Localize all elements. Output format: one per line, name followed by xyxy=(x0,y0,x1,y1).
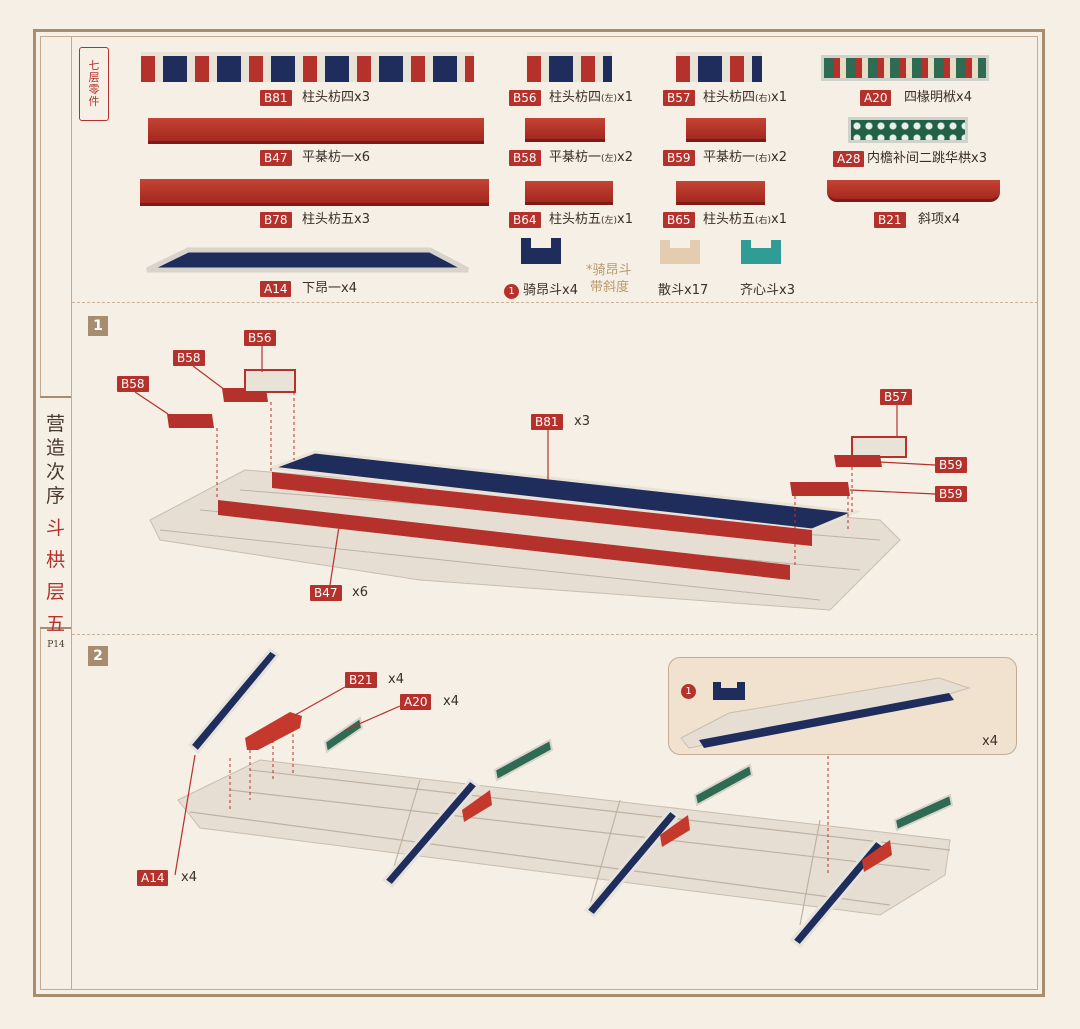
part-code: A20 xyxy=(860,90,892,106)
inset-diagram xyxy=(680,677,971,749)
part-name: 柱头枋五(右)x1 xyxy=(703,212,788,227)
part-code: B78 xyxy=(260,212,292,228)
part-b57-image xyxy=(676,52,762,82)
part-name: 内檐补间二跳华栱x3 xyxy=(867,151,987,166)
sidebar-divider xyxy=(71,36,72,990)
part-code: B58 xyxy=(509,150,541,166)
callout-qty: x4 xyxy=(181,870,197,885)
part-name: 斜项x4 xyxy=(918,212,960,227)
part-name: 平棊枋一x6 xyxy=(302,150,370,165)
callout-b57: B57 xyxy=(880,389,912,405)
callout-qty: x6 xyxy=(352,585,368,600)
part-b78-image xyxy=(140,179,489,206)
qiang-dou-note: *骑昂斗 xyxy=(586,263,632,278)
callout-a14: A14 xyxy=(137,870,169,886)
callout-b81: B81 xyxy=(531,414,563,430)
callout-b59: B59 xyxy=(935,457,967,473)
callout-b47: B47 xyxy=(310,585,342,601)
part-name: 散斗x17 xyxy=(658,283,709,298)
step-2-number: 2 xyxy=(88,646,108,666)
callout-b58: B58 xyxy=(117,376,149,392)
part-a20-image xyxy=(821,55,989,81)
part-name: 柱头枋五x3 xyxy=(302,212,370,227)
qiang-dou-image xyxy=(713,682,745,700)
stamp-char: 零 xyxy=(88,83,100,96)
parts-stamp: 七 层 零 件 xyxy=(79,47,109,121)
part-code: B59 xyxy=(663,150,695,166)
qiang-dou-marker: 1 xyxy=(681,684,696,699)
callout-qty: x3 xyxy=(574,414,590,429)
part-b81-image xyxy=(141,52,474,82)
stamp-char: 件 xyxy=(88,95,100,108)
part-a28-image xyxy=(848,117,968,143)
part-name: 柱头枋四(左)x1 xyxy=(549,90,634,105)
subtitle-char: 栱 xyxy=(45,549,65,571)
callout-b56: B56 xyxy=(244,330,276,346)
part-code: A28 xyxy=(833,151,865,167)
part-code: B47 xyxy=(260,150,292,166)
step-1-number: 1 xyxy=(88,316,108,336)
part-code: B21 xyxy=(874,212,906,228)
part-name: 平棊枋一(右)x2 xyxy=(703,150,788,165)
part-name: 下昂一x4 xyxy=(302,281,357,296)
part-b65-image xyxy=(676,181,765,205)
qiang-dou-note: 带斜度 xyxy=(590,280,630,295)
title-char: 次 xyxy=(45,461,65,483)
outer-frame xyxy=(33,29,1045,997)
part-name: 骑昂斗x4 xyxy=(523,283,578,298)
page-number: P14 xyxy=(47,640,65,650)
qiang-dou-marker: 1 xyxy=(504,284,519,299)
part-b64-image xyxy=(525,181,613,205)
part-name: 四椽明栿x4 xyxy=(904,90,972,105)
part-code: B64 xyxy=(509,212,541,228)
part-name: 柱头枋五(左)x1 xyxy=(549,212,634,227)
section-divider xyxy=(72,302,1038,303)
part-b59-image xyxy=(686,118,766,142)
subtitle-char: 五 xyxy=(45,613,65,635)
part-code: B65 xyxy=(663,212,695,228)
part-code: A14 xyxy=(260,281,292,297)
stamp-char: 七 xyxy=(88,59,100,72)
title-char: 造 xyxy=(45,437,65,459)
part-name: 齐心斗x3 xyxy=(740,283,795,298)
stamp-char: 层 xyxy=(88,71,100,84)
part-b47-image xyxy=(148,118,484,144)
section-divider xyxy=(72,634,1038,635)
inset-qty: x4 xyxy=(982,734,998,749)
subtitle-char: 斗 xyxy=(45,517,65,539)
section-title: 营 造 次 序 斗 栱 层 五 xyxy=(40,396,71,635)
part-b58-image xyxy=(525,118,605,142)
callout-b58: B58 xyxy=(173,350,205,366)
part-code: B56 xyxy=(509,90,541,106)
callout-a20: A20 xyxy=(400,694,432,710)
callout-qty: x4 xyxy=(388,672,404,687)
part-code: B57 xyxy=(663,90,695,106)
part-b56-image xyxy=(527,52,612,82)
part-name: 平棊枋一(左)x2 xyxy=(549,150,634,165)
part-name: 柱头枋四(右)x1 xyxy=(703,90,788,105)
callout-b21: B21 xyxy=(345,672,377,688)
part-name: 柱头枋四x3 xyxy=(302,90,370,105)
callout-qty: x4 xyxy=(443,694,459,709)
subtitle-char: 层 xyxy=(45,581,65,603)
detail-inset: 1 x4 xyxy=(668,657,1017,755)
part-b21-image xyxy=(827,180,1000,202)
title-char: 营 xyxy=(45,413,65,435)
callout-b59: B59 xyxy=(935,486,967,502)
part-code: B81 xyxy=(260,90,292,106)
title-char: 序 xyxy=(45,485,65,507)
